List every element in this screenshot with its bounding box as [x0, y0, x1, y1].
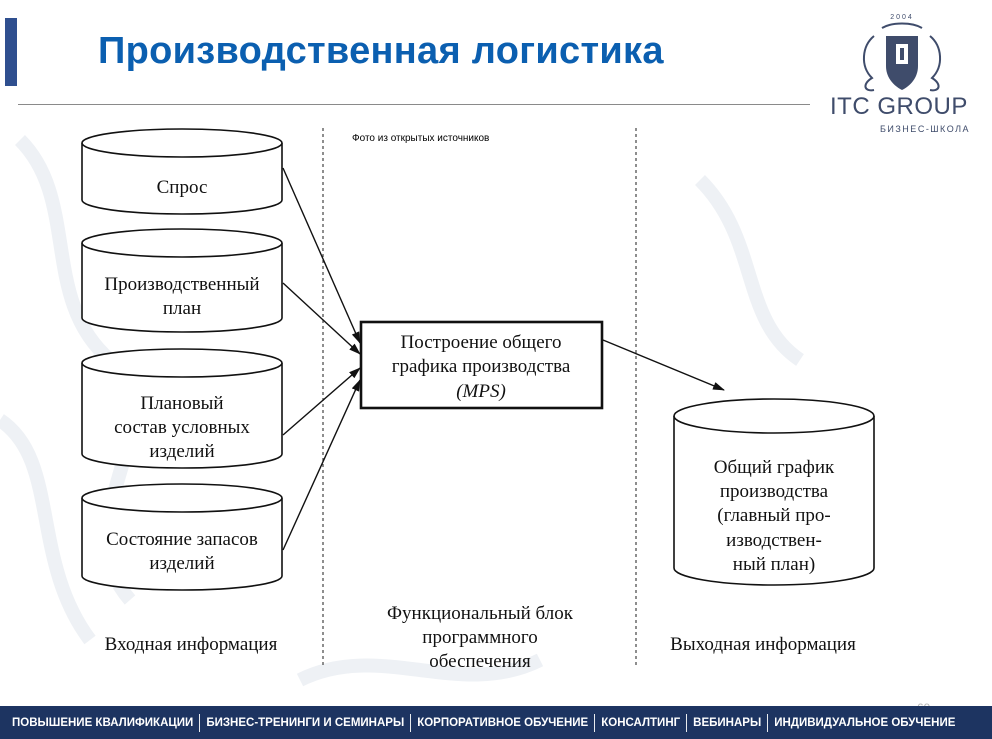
- column-label-output: Выходная информация: [670, 634, 856, 655]
- footer-separator: [767, 713, 769, 732]
- input-label-planned-composition-1: Плановый: [140, 393, 223, 414]
- output-label-1: Общий график: [714, 457, 835, 478]
- page-title: Производственная логистика: [98, 30, 664, 72]
- output-label-3: (главный про-: [717, 505, 830, 526]
- column-label-input: Входная информация: [105, 634, 278, 655]
- footer-item-qualification: ПОВЫШЕНИЕ КВАЛИФИКАЦИИ: [12, 716, 194, 729]
- footer-item-consulting: КОНСАЛТИНГ: [601, 716, 681, 729]
- output-label-4: изводствен-: [726, 530, 822, 551]
- footer-separator: [410, 713, 412, 732]
- footer-item-webinars: ВЕБИНАРЫ: [693, 716, 762, 729]
- logo-year: 2004: [890, 14, 914, 21]
- itc-group-logo: 2004: [863, 14, 941, 92]
- column-label-middle-1: Функциональный блок: [387, 603, 574, 624]
- title-divider: [18, 104, 810, 105]
- footer-separator: [686, 713, 688, 732]
- arrow-composition-to-process: [282, 367, 361, 436]
- column-label-middle-2: программного: [422, 627, 537, 648]
- title-accent-bar: [5, 18, 17, 86]
- column-label-middle-3: обеспечения: [429, 651, 531, 672]
- logo-subtitle: БИЗНЕС-ШКОЛА: [880, 124, 971, 134]
- input-label-planned-composition-2: состав условных: [114, 417, 250, 438]
- footer-bar: ПОВЫШЕНИЕ КВАЛИФИКАЦИИ БИЗНЕС-ТРЕНИНГИ И…: [0, 706, 992, 739]
- arrow-demand-to-process: [282, 167, 361, 344]
- input-cylinder-planned-composition: Плановый состав условных изделий: [81, 348, 283, 469]
- output-label-5: ный план): [733, 554, 815, 575]
- input-label-production-plan-2: план: [163, 298, 201, 319]
- input-cylinder-production-plan: Производственный план: [81, 228, 283, 333]
- arrow-inventory-to-process: [282, 379, 361, 551]
- input-cylinder-inventory-status: Состояние запасов изделий: [81, 483, 283, 591]
- source-note: Фото из открытых источников: [352, 133, 490, 144]
- input-label-demand: Спрос: [157, 177, 208, 198]
- input-label-inventory-status-2: изделий: [149, 553, 214, 574]
- process-box-mps: Построение общего графика производства (…: [359, 320, 604, 410]
- arrow-plan-to-process: [282, 282, 361, 355]
- output-label-2: производства: [720, 481, 829, 502]
- input-label-inventory-status-1: Состояние запасов: [106, 529, 258, 550]
- footer-item-individual: ИНДИВИДУАЛЬНОЕ ОБУЧЕНИЕ: [774, 716, 956, 729]
- input-label-production-plan-1: Производственный: [104, 274, 259, 295]
- input-cylinder-demand: Спрос: [81, 128, 283, 215]
- footer-item-trainings: БИЗНЕС-ТРЕНИНГИ И СЕМИНАРЫ: [206, 716, 405, 729]
- footer-item-corporate: КОРПОРАТИВНОЕ ОБУЧЕНИЕ: [417, 716, 589, 729]
- process-label-2: графика производства: [392, 356, 571, 377]
- logo-name: ITC GROUP: [830, 93, 968, 120]
- arrow-process-to-output: [602, 339, 725, 391]
- process-label-3: (MPS): [456, 381, 506, 402]
- input-label-planned-composition-3: изделий: [149, 441, 214, 462]
- footer-separator: [594, 713, 596, 732]
- output-cylinder-master-schedule: Общий график производства (главный про- …: [673, 398, 875, 586]
- process-label-1: Построение общего: [401, 332, 562, 353]
- footer-separator: [199, 713, 201, 732]
